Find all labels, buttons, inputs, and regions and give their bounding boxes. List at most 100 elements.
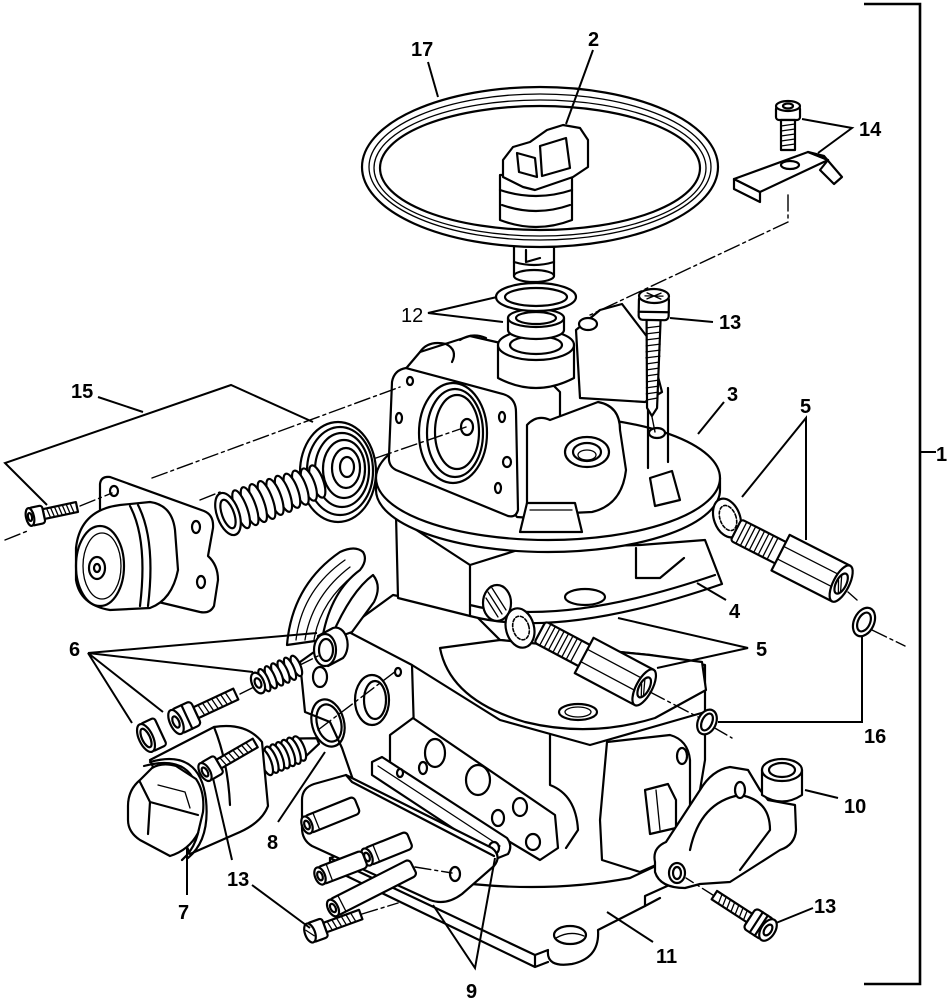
cup-boss [87, 555, 107, 581]
part-10-throttle-position-sensor [653, 757, 804, 890]
clamp-locator-line [589, 194, 789, 316]
tps-mount-hole-inner [671, 865, 683, 881]
part-13-screw-lower-left [303, 908, 364, 944]
regulator-spring [214, 464, 327, 537]
tps-boss-hole [675, 746, 689, 766]
regulator-locator-line [151, 386, 401, 479]
gasket-hole [395, 767, 405, 779]
screw-boss-hole [647, 426, 667, 440]
plate-hole [501, 455, 513, 469]
bracket-curve [285, 547, 367, 647]
part-16-o-ring-lower [696, 708, 718, 736]
part-14-clamp [589, 99, 844, 316]
fitting-washer-teeth [718, 504, 738, 532]
leader-8 [277, 751, 326, 823]
callout-label: 1 [936, 444, 947, 466]
cover-screw-locator [79, 492, 113, 507]
leader-13-right [775, 907, 814, 924]
plate-hole [394, 411, 404, 425]
leader-4 [696, 582, 727, 601]
part-17-o-ring [360, 85, 720, 249]
part-15-pressure-regulator [4, 386, 467, 614]
tps-mount-hole [733, 780, 747, 800]
leader-15 [3, 383, 314, 506]
callout-label: 11 [656, 946, 677, 968]
plate-hole [497, 410, 507, 424]
callout-label: 13 [227, 869, 249, 891]
body-hole [311, 665, 329, 689]
fitting-port-thread [485, 587, 507, 618]
housing-lobes [418, 334, 488, 364]
cover-hole [190, 519, 202, 535]
sensor-stem-groove [512, 248, 556, 267]
base-plate-hole [552, 924, 588, 946]
tps-screw-locator [685, 877, 717, 898]
o-ring-contour [368, 93, 712, 241]
callout-label: 14 [859, 119, 882, 141]
bracket-block-hole [577, 316, 599, 332]
part-5-fitting-upper [711, 497, 854, 603]
iac-connector-detail [157, 784, 191, 809]
sleeve [300, 796, 361, 835]
sensor-connector [501, 123, 590, 192]
mounting-tab [648, 469, 682, 508]
callout-label: 16 [864, 726, 886, 748]
regulator-axis-line [4, 426, 467, 541]
cover-hole [195, 574, 207, 590]
face-hole [464, 763, 492, 797]
o-ring-contour [373, 99, 707, 237]
iac-bore [353, 673, 391, 727]
leader-16 [718, 637, 863, 723]
part-13-iac-screw [197, 737, 259, 783]
cup-face-ring [82, 532, 122, 600]
callout-label: 9 [466, 981, 477, 1000]
iac-axis-line [317, 670, 397, 731]
face-hole [490, 808, 506, 828]
face-hole [524, 832, 542, 852]
sleeve-locator-line [361, 866, 453, 915]
leader-9 [432, 857, 496, 971]
plate-hole [405, 375, 415, 387]
face-hole [511, 796, 529, 818]
part-13-screw-right [710, 889, 778, 942]
cup-ridge [128, 503, 152, 608]
cup-boss-hole [92, 562, 102, 574]
clamp-hole [779, 159, 801, 171]
cover-plate-hole [448, 865, 462, 883]
sleeve-long [325, 859, 417, 918]
base-plate-hole-edge [555, 932, 585, 939]
part-6-axis [239, 655, 319, 695]
leader-5-upper [741, 415, 807, 540]
body-pin-hole [393, 666, 403, 678]
leader-12 [427, 296, 504, 323]
clamp-plate [732, 150, 830, 194]
part-3-upper-body [374, 302, 722, 554]
regulator-cover-screw [24, 501, 80, 527]
fitting-body [534, 621, 658, 707]
leader-13-top [669, 317, 714, 323]
callout-label: 10 [844, 796, 866, 818]
part-13-screw-top [637, 287, 671, 418]
cover-plate-edge [344, 773, 496, 858]
gasket-strip-inner [377, 765, 501, 847]
throttle-shaft [643, 782, 678, 836]
o-ring-band [360, 85, 720, 249]
leader-6 [87, 632, 318, 724]
iac-connector [126, 763, 205, 858]
sensor-body-ribs [498, 188, 574, 213]
fitting-body [730, 519, 854, 603]
part-5-fitting-lower [504, 607, 658, 707]
regulator-valve-seat [459, 417, 475, 437]
housing-hole [563, 587, 607, 607]
callout-label: 3 [727, 384, 738, 406]
part-2-sensor [498, 123, 590, 284]
callout-label: 15 [71, 381, 93, 403]
housing-edges [396, 516, 717, 618]
part-6-spring [249, 654, 304, 695]
bracket-wing-rear [328, 573, 379, 642]
fuel-port-inner [571, 441, 603, 463]
plate-hole [493, 481, 503, 495]
iac-bore-inner [362, 679, 388, 721]
